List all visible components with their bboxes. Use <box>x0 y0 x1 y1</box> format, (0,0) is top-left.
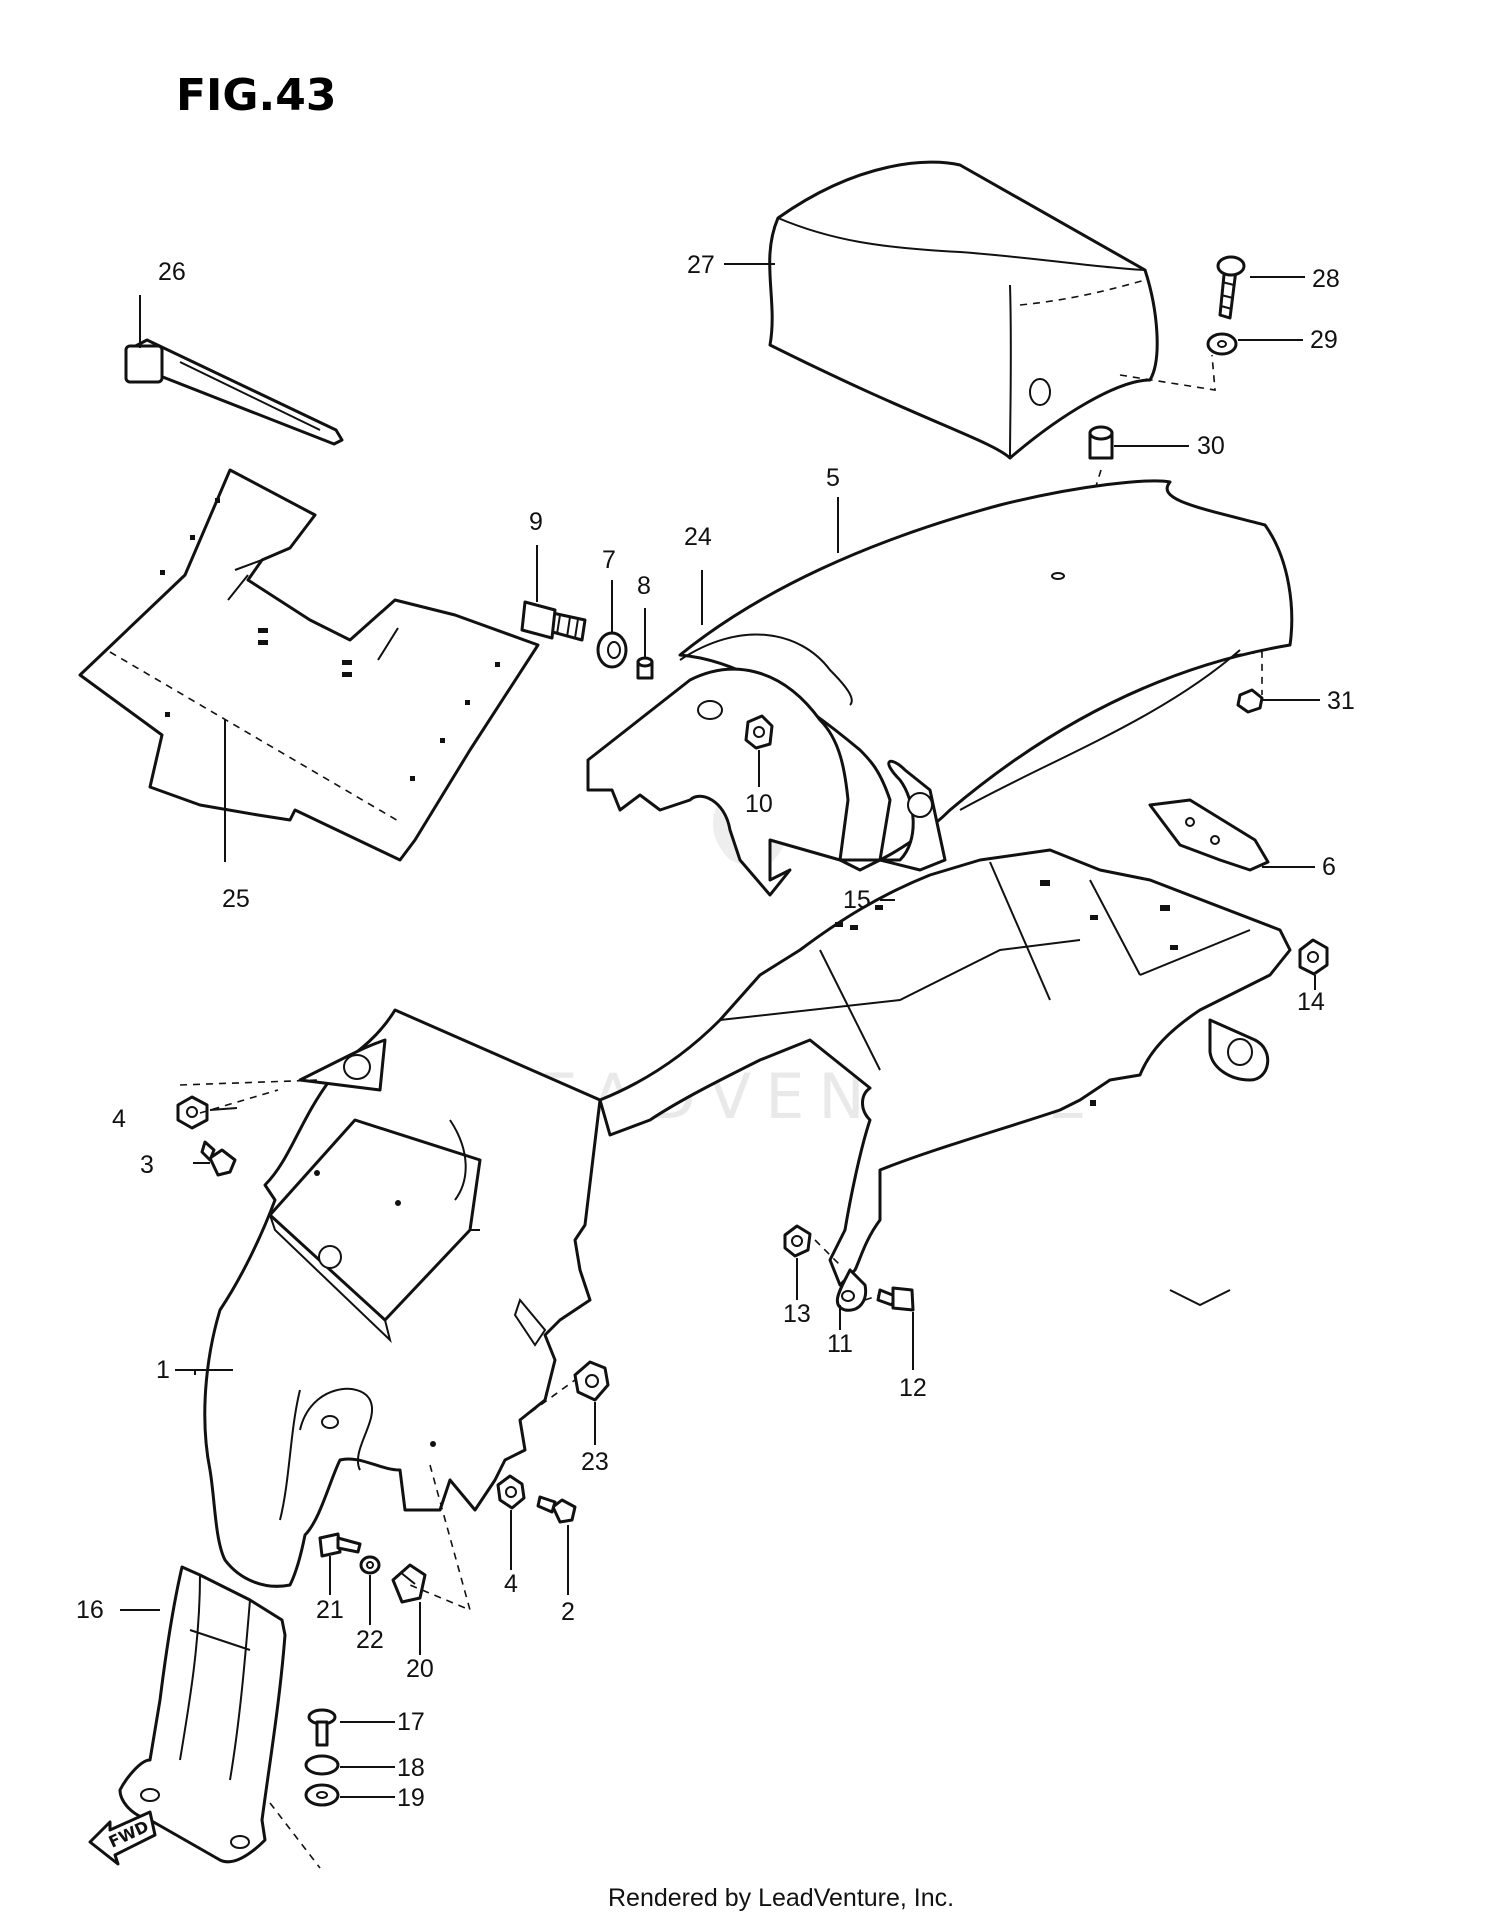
part-28-bolt[interactable] <box>1216 255 1246 320</box>
callout-25: 25 <box>222 885 250 913</box>
part-8-collar[interactable] <box>636 656 654 680</box>
footer-credit: Rendered by LeadVenture, Inc. <box>608 1884 954 1912</box>
part-27-seat[interactable] <box>768 160 1159 460</box>
callout-13: 13 <box>783 1300 811 1328</box>
callout-22: 22 <box>356 1626 384 1654</box>
dashed-guides <box>179 1079 881 1869</box>
part-7-grommet[interactable] <box>596 631 628 669</box>
part-30-collar[interactable] <box>1088 425 1114 460</box>
part-18-washer[interactable] <box>304 1754 340 1776</box>
part-16-mudflap[interactable] <box>118 1565 287 1864</box>
callout-23: 23 <box>581 1448 609 1476</box>
callout-30: 30 <box>1197 432 1225 460</box>
callout-1: 1 <box>156 1356 170 1384</box>
callout-6: 6 <box>1322 853 1336 881</box>
part-5-rear-fender[interactable] <box>678 479 1294 862</box>
callout-18: 18 <box>397 1754 425 1782</box>
part-26-cable-strap[interactable] <box>124 338 344 446</box>
callout-17: 17 <box>397 1708 425 1736</box>
part-24-bracket[interactable] <box>586 633 947 897</box>
callout-5: 5 <box>826 464 840 492</box>
figure-title: FIG.43 <box>176 70 337 121</box>
part-12-bolt[interactable] <box>876 1286 915 1312</box>
part-3-screw[interactable] <box>200 1140 237 1177</box>
callout-3: 3 <box>140 1151 154 1179</box>
callout-12: 12 <box>899 1374 927 1402</box>
part-29-washer[interactable] <box>1206 332 1238 356</box>
part-22-washer[interactable] <box>359 1555 381 1575</box>
part-13-nut[interactable] <box>783 1224 812 1258</box>
rear-frame[interactable] <box>598 848 1292 1312</box>
callout-8: 8 <box>637 572 651 600</box>
part-4-nut-lower[interactable] <box>496 1474 526 1510</box>
fwd-arrow-icon: FWD <box>88 1810 157 1866</box>
callout-7: 7 <box>602 546 616 574</box>
callout-9: 9 <box>529 508 543 536</box>
callout-numbers: 26 27 28 29 30 5 24 9 7 8 10 31 6 15 14 … <box>76 251 1355 1812</box>
part-1-fender[interactable] <box>203 1008 602 1588</box>
nut-31-guide <box>1234 651 1263 695</box>
callout-11: 11 <box>827 1330 853 1358</box>
callout-21: 21 <box>316 1596 344 1624</box>
part-20-clip[interactable] <box>391 1563 427 1604</box>
part-9-bolt[interactable] <box>520 600 587 642</box>
callout-19: 19 <box>397 1784 425 1812</box>
part-19-nut[interactable] <box>304 1783 340 1807</box>
callout-26: 26 <box>158 258 186 286</box>
tick-mark <box>1169 1289 1231 1307</box>
callout-24: 24 <box>684 523 712 551</box>
part-31-nut[interactable] <box>1236 688 1264 714</box>
callout-14: 14 <box>1297 988 1325 1016</box>
callout-10: 10 <box>745 790 773 818</box>
callout-15: 15 <box>843 886 871 914</box>
callout-20: 20 <box>406 1655 434 1683</box>
callout-2: 2 <box>561 1598 575 1626</box>
leader-lines <box>120 263 1320 1798</box>
part-14-nut[interactable] <box>1298 938 1329 976</box>
part-2-screw[interactable] <box>536 1495 577 1524</box>
callout-29: 29 <box>1310 326 1338 354</box>
part-6-bracket[interactable] <box>1148 798 1270 872</box>
callout-27: 27 <box>687 251 715 279</box>
part-4-nut-upper[interactable] <box>176 1095 209 1130</box>
part-21-bolt[interactable] <box>318 1532 362 1558</box>
callout-16: 16 <box>76 1596 104 1624</box>
part-10-nut[interactable] <box>744 714 774 750</box>
part-23-nut[interactable] <box>573 1360 610 1402</box>
callout-31: 31 <box>1327 687 1355 715</box>
callout-28: 28 <box>1312 265 1340 293</box>
callout-4-lower: 4 <box>504 1570 518 1598</box>
callout-4-upper: 4 <box>112 1105 126 1133</box>
part-17-screw[interactable] <box>307 1708 337 1747</box>
part-25-plate[interactable] <box>78 468 540 862</box>
